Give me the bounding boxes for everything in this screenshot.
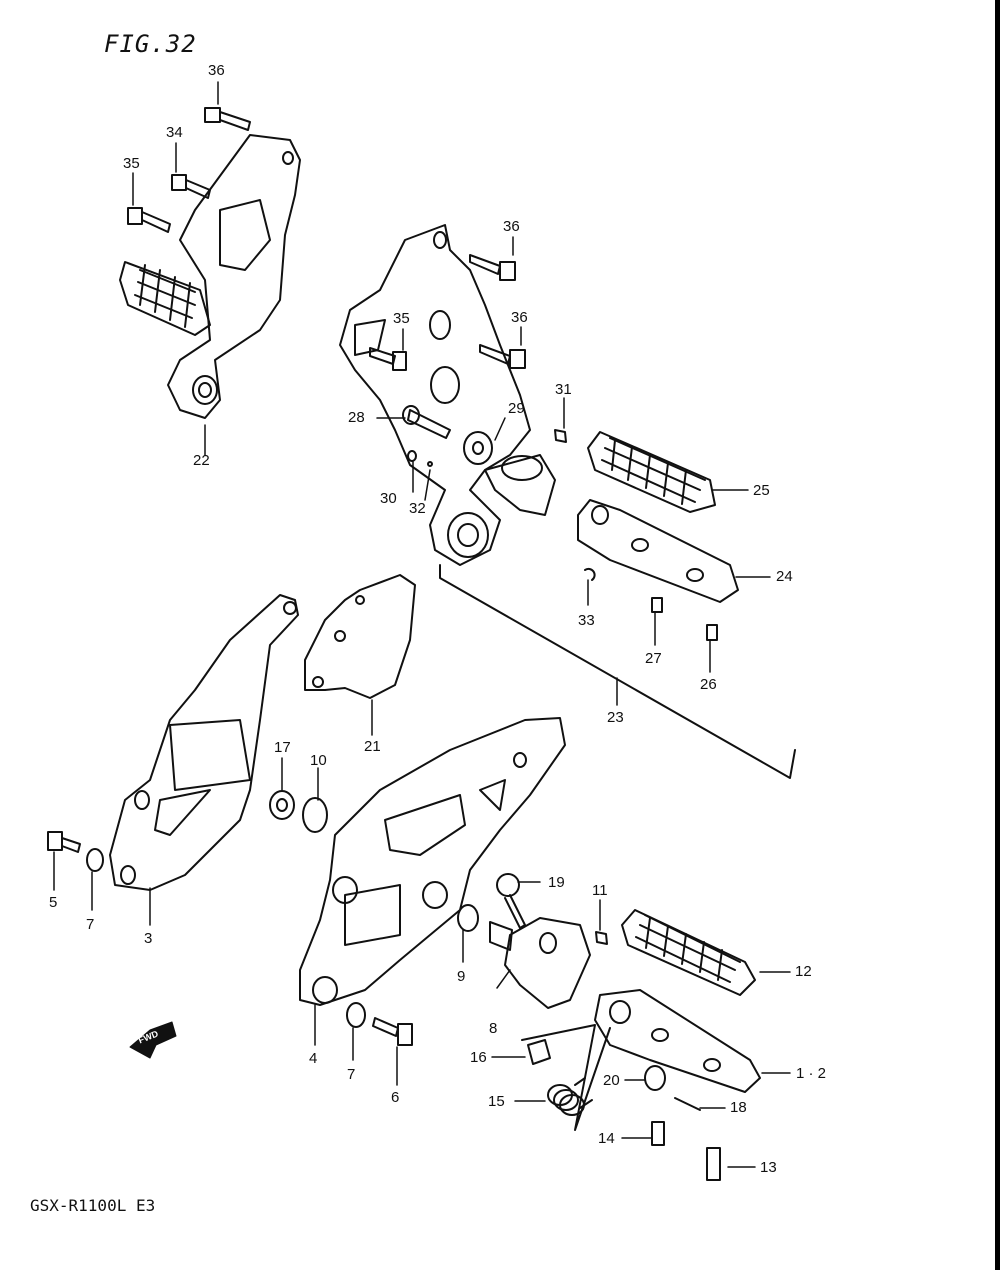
bolts-rear-right <box>369 254 567 481</box>
part-label: 14 <box>598 1130 615 1147</box>
bolt-13 <box>706 1147 721 1181</box>
part-label: 22 <box>193 452 210 469</box>
footpeg-1-2 <box>594 989 761 1093</box>
part-label: 12 <box>795 963 812 980</box>
part-label: 24 <box>776 568 793 585</box>
bolt-5-washer-7 <box>47 831 104 872</box>
part-label: 8 <box>489 1020 498 1037</box>
part-label: 36 <box>511 309 528 326</box>
part-label: 3 <box>144 930 153 947</box>
rear-right-footpeg-24 <box>577 499 739 603</box>
part-label: 11 <box>592 882 608 899</box>
part-label: 4 <box>309 1050 318 1067</box>
footpeg-rubber-12 <box>621 909 756 996</box>
washer-20 <box>644 1065 666 1091</box>
leader-lines <box>53 81 791 1168</box>
part-label: 10 <box>310 752 327 769</box>
part-label: 17 <box>274 739 291 756</box>
rear-left-footpeg <box>119 261 211 336</box>
clip-11 <box>595 931 608 945</box>
bushing-16 <box>527 1039 551 1065</box>
part-label: 21 <box>364 738 381 755</box>
footpeg-assembly-bracket-line <box>521 1024 611 1131</box>
part-label: 6 <box>391 1089 400 1106</box>
part-label: 18 <box>730 1099 747 1116</box>
cotter-pin-18 <box>674 1097 701 1111</box>
fwd-arrow-icon <box>129 1021 177 1059</box>
part-label: 27 <box>645 650 662 667</box>
part-label: 15 <box>488 1093 505 1110</box>
part-label: 20 <box>603 1072 620 1089</box>
bolts-upper-left <box>127 107 251 233</box>
small-parts-rear-right <box>584 567 718 641</box>
part-label: 1 · 2 <box>796 1065 827 1082</box>
spring-15 <box>547 1077 593 1116</box>
right-edge-bar <box>995 0 1000 1270</box>
part-label: 28 <box>348 409 365 426</box>
part-label: 7 <box>86 916 95 933</box>
figure-title: FIG.32 <box>104 30 197 58</box>
part-label: 16 <box>470 1049 487 1066</box>
front-bracket-4 <box>299 717 566 1006</box>
footpeg-mount-8 <box>489 917 591 1009</box>
bolt-14 <box>651 1121 665 1146</box>
bracket-23-outline-line <box>439 564 796 779</box>
part-label: 35 <box>393 310 410 327</box>
part-label: 23 <box>607 709 624 726</box>
nut-17-washer-10 <box>269 790 328 833</box>
part-label: 33 <box>578 612 595 629</box>
part-label: 32 <box>409 500 426 517</box>
part-label: 25 <box>753 482 770 499</box>
part-label: 36 <box>208 62 225 79</box>
part-label: 35 <box>123 155 140 172</box>
part-label: 5 <box>49 894 58 911</box>
rear-right-footpeg-rubber-25 <box>587 431 716 513</box>
rear-left-bracket-22 <box>167 134 301 419</box>
part-label: 13 <box>760 1159 777 1176</box>
part-label: 9 <box>457 968 466 985</box>
heel-guard-21 <box>304 574 416 699</box>
part-label: 34 <box>166 124 183 141</box>
part-label: 19 <box>548 874 565 891</box>
part-label: 26 <box>700 676 717 693</box>
part-label: 31 <box>555 381 572 398</box>
part-label: 29 <box>508 400 525 417</box>
model-code: GSX-R1100L E3 <box>30 1196 156 1215</box>
part-label: 36 <box>503 218 520 235</box>
small-parts-front <box>346 904 479 1046</box>
pin-19 <box>496 873 526 929</box>
rear-right-bracket-23 <box>339 224 556 566</box>
front-bracket-3 <box>109 594 299 891</box>
part-label: 30 <box>380 490 397 507</box>
part-label: 7 <box>347 1066 356 1083</box>
